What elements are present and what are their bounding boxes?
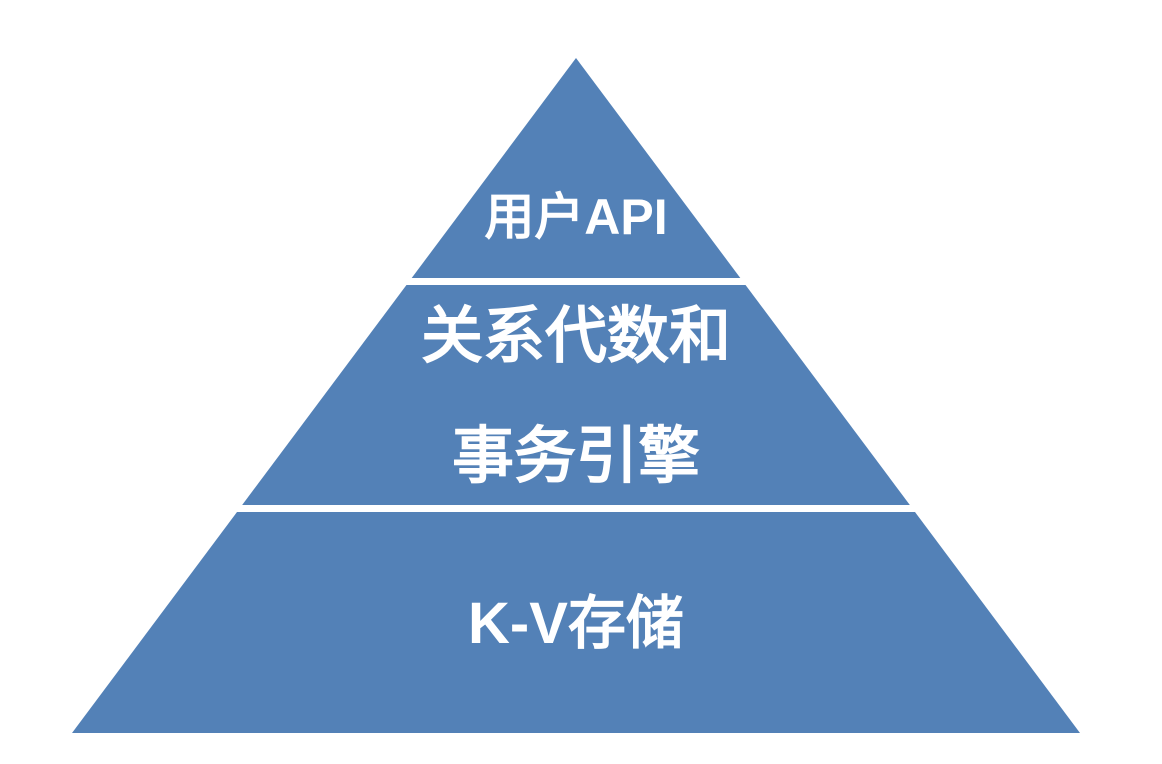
- pyramid-tier-bottom: K-V存储: [72, 512, 1080, 733]
- tier-bottom-label: K-V存储: [468, 590, 684, 656]
- tier-top-label: 用户API: [484, 189, 668, 245]
- tier-middle-label-line2: 事务引擎: [451, 422, 700, 491]
- tier-middle-label-line1: 关系代数和: [420, 302, 731, 371]
- pyramid-diagram: 用户API 关系代数和 事务引擎 K-V存储: [72, 58, 1080, 733]
- pyramid-tier-middle: 关系代数和 事务引擎: [242, 285, 910, 505]
- pyramid-tier-top: 用户API: [411, 58, 741, 278]
